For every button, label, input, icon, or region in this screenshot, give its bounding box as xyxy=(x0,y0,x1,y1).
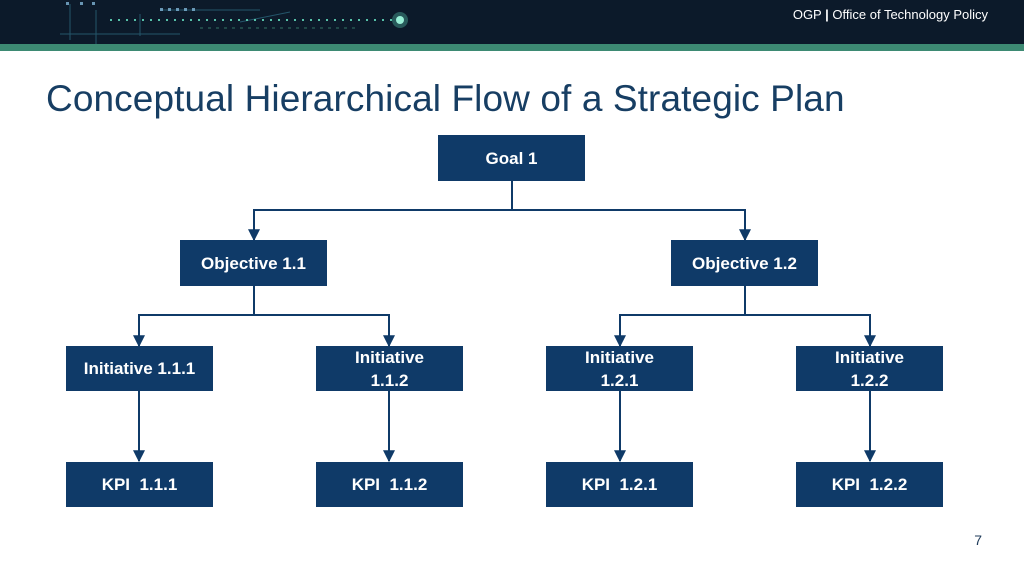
connector-objective-1-1-to-initiative-1-1-2 xyxy=(254,314,395,348)
connector-goal-to-objective-1-2 xyxy=(512,209,751,242)
circuit-board-graphic xyxy=(60,2,408,44)
kpi-box-1-1-2: KPI 1.1.2 xyxy=(316,462,463,507)
initiative-box-1-2-2: Initiative 1.2.2 xyxy=(796,346,943,391)
goal-box: Goal 1 xyxy=(438,135,585,181)
kpi-box-1-1-1: KPI 1.1.1 xyxy=(66,462,213,507)
org-short: OGP xyxy=(792,7,822,22)
connector-objective-1-1-to-initiative-1-1-1 xyxy=(133,286,255,348)
initiative-box-1-1-2: Initiative 1.1.2 xyxy=(316,346,463,391)
kpi-box-1-2-1: KPI 1.2.1 xyxy=(546,462,693,507)
connector-goal-to-objective-1-1 xyxy=(248,181,513,242)
connector-objective-1-2-to-initiative-1-2-1 xyxy=(614,286,746,348)
initiative-box-1-1-1: Initiative 1.1.1 xyxy=(66,346,213,391)
slide-title: Conceptual Hierarchical Flow of a Strate… xyxy=(46,78,845,119)
page-number: 7 xyxy=(974,532,982,548)
header-accent-stripe xyxy=(0,44,1024,51)
kpi-box-1-2-2: KPI 1.2.2 xyxy=(796,462,943,507)
objective-box-1-1: Objective 1.1 xyxy=(180,240,327,286)
connector-objective-1-2-to-initiative-1-2-2 xyxy=(745,314,876,348)
objective-box-1-2: Objective 1.2 xyxy=(671,240,818,286)
header-banner: OGP | Office of Technology Policy xyxy=(0,0,1024,44)
org-long: Office of Technology Policy xyxy=(832,7,988,22)
org-label: OGP | Office of Technology Policy xyxy=(792,7,988,22)
initiative-box-1-2-1: Initiative 1.2.1 xyxy=(546,346,693,391)
